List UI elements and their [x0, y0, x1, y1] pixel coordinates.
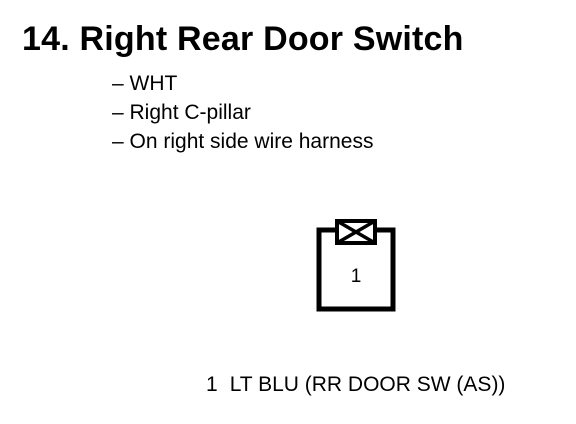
connector-diagram: 1: [316, 219, 396, 312]
page-title: 14. Right Rear Door Switch: [22, 20, 464, 58]
pin-description: LT BLU (RR DOOR SW (AS)): [229, 373, 506, 396]
detail-location: – Right C-pillar: [112, 101, 251, 124]
terminal-label: 1: [351, 266, 362, 287]
pin-number: 1: [206, 373, 218, 396]
detail-color: – WHT: [112, 72, 178, 95]
lock-tab-icon: [335, 219, 377, 245]
detail-harness: – On right side wire harness: [112, 130, 374, 153]
connector-details: – WHT – Right C-pillar – On right side w…: [112, 69, 373, 156]
pin-list: 1 LT BLU (RR DOOR SW (AS)): [206, 371, 505, 399]
connector-outline: [316, 227, 396, 312]
pin-row: 1 LT BLU (RR DOOR SW (AS)): [206, 371, 505, 399]
